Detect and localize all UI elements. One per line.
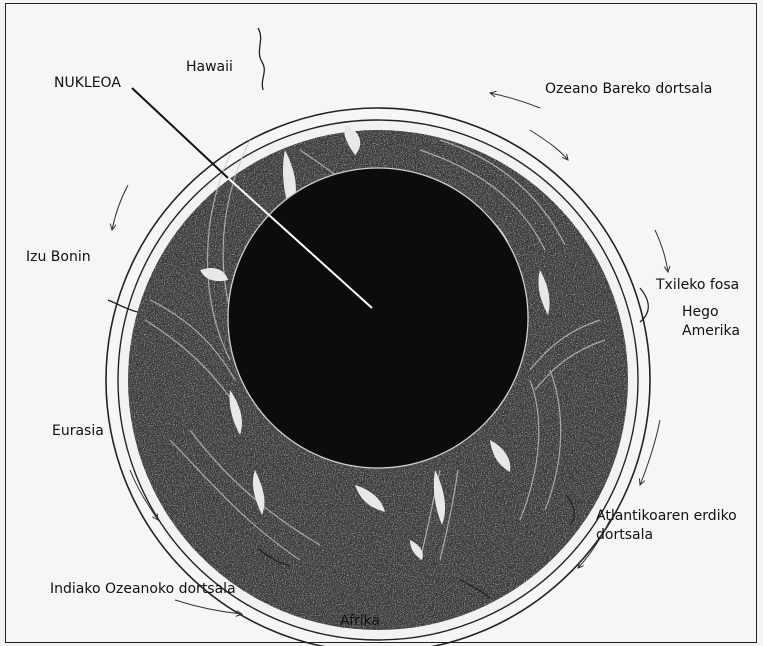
label-mid-atlantic-1: Atlantikoaren erdiko: [596, 507, 737, 525]
label-south-america-2: Amerika: [682, 322, 740, 340]
label-pacific-ridge: Ozeano Bareko dortsala: [545, 80, 712, 98]
label-eurasia: Eurasia: [52, 422, 104, 440]
label-nucleus: NUKLEOA: [54, 74, 121, 92]
label-africa: Afrika: [340, 612, 380, 630]
label-hawaii: Hawaii: [186, 58, 233, 76]
label-mid-atlantic-2: dortsala: [596, 526, 653, 544]
label-izu-bonin: Izu Bonin: [26, 248, 91, 266]
core: [228, 168, 528, 468]
label-south-america-1: Hego: [682, 303, 719, 321]
label-indian-ridge: Indiako Ozeanoko dortsala: [50, 580, 236, 598]
nucleus-pointer-dark: [132, 88, 228, 178]
label-chile-trench: Txileko fosa: [656, 276, 739, 294]
